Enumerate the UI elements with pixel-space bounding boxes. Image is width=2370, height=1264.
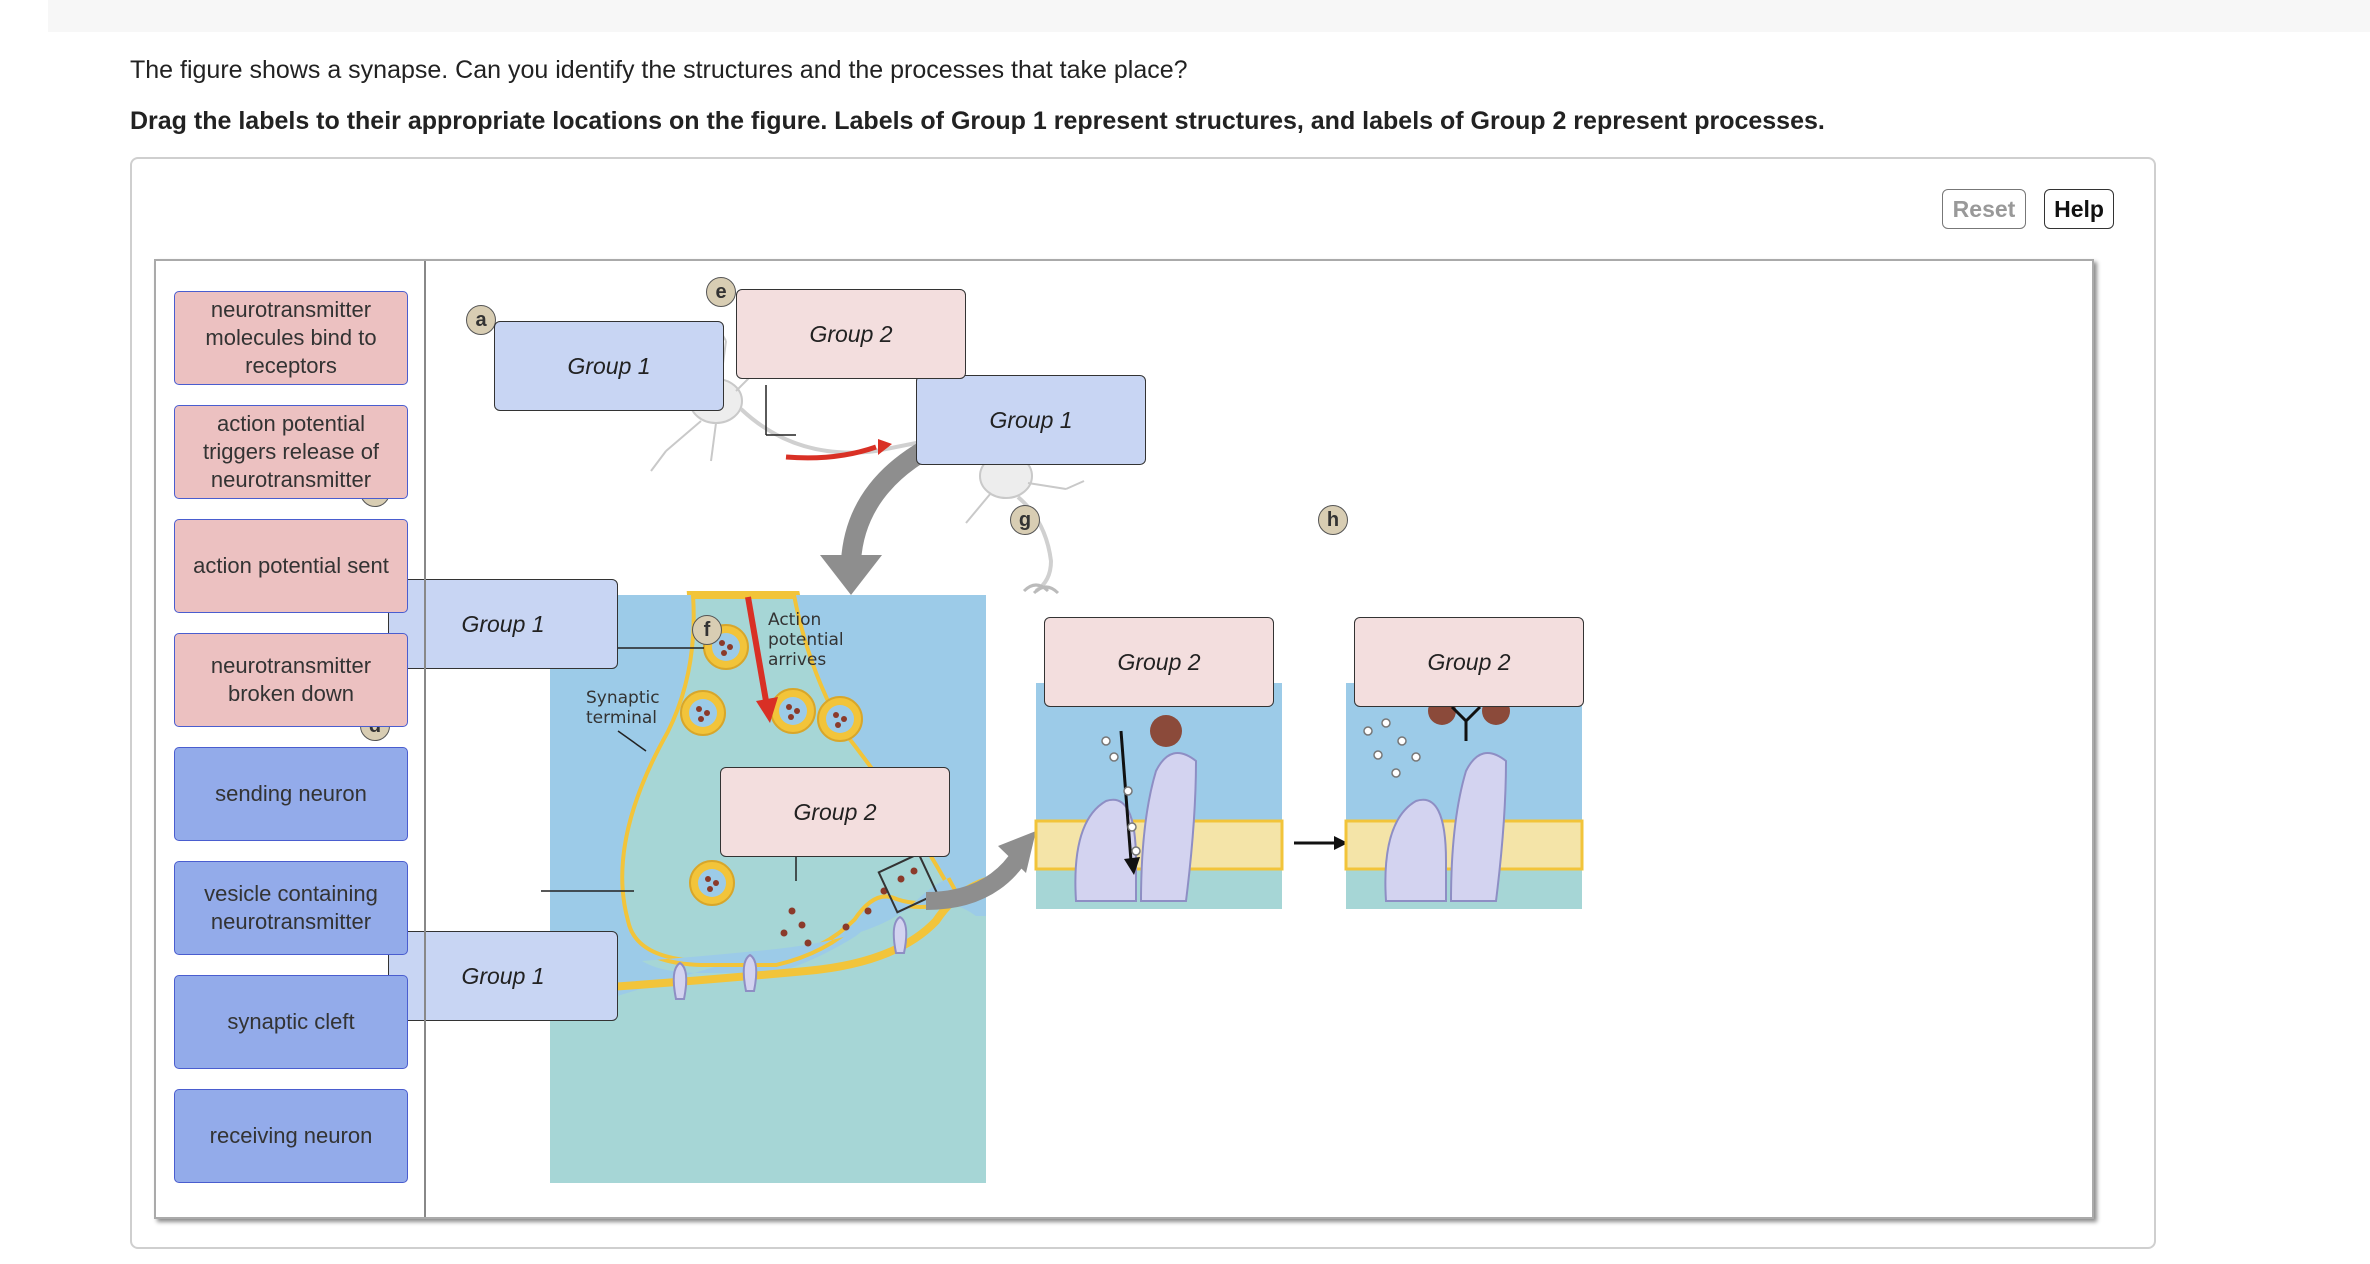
drop-target-f[interactable]: Group 2 xyxy=(720,767,950,857)
action-potential-caption-1: Action xyxy=(768,610,821,630)
marker-g: g xyxy=(1010,505,1040,535)
synapse-figure: Action potential arrives Synaptic termin… xyxy=(156,261,2092,1217)
labeling-board: Action potential arrives Synaptic termin… xyxy=(154,259,2094,1219)
drag-label-neurotransmitter-broken-down[interactable]: neurotransmitter broken down xyxy=(174,633,408,727)
marker-a: a xyxy=(466,305,496,335)
drag-label-synaptic-cleft[interactable]: synaptic cleft xyxy=(174,975,408,1069)
instructions-text: Drag the labels to their appropriate loc… xyxy=(130,107,1825,135)
marker-h: h xyxy=(1318,505,1348,535)
drop-target-b[interactable]: Group 1 xyxy=(916,375,1146,465)
neurotransmitter-breakdown-detail-icon xyxy=(1344,683,1584,909)
drop-target-h[interactable]: Group 2 xyxy=(1354,617,1584,707)
action-potential-arrow-icon xyxy=(785,444,877,461)
drag-label-action-potential-sent[interactable]: action potential sent xyxy=(174,519,408,613)
synapse-illustration: Action potential arrives Synaptic termin… xyxy=(541,322,1584,1183)
action-potential-caption-3: arrives xyxy=(768,650,826,670)
receptor-binding-detail-icon xyxy=(1034,683,1284,909)
drop-target-c[interactable]: Group 1 xyxy=(388,579,618,669)
drop-target-g[interactable]: Group 2 xyxy=(1044,617,1274,707)
drop-target-e[interactable]: Group 2 xyxy=(736,289,966,379)
drag-label-receiving-neuron[interactable]: receiving neuron xyxy=(174,1089,408,1183)
synaptic-terminal-caption-1: Synaptic xyxy=(586,688,660,708)
label-bank: neurotransmitter molecules bind to recep… xyxy=(156,261,426,1217)
drag-label-sending-neuron[interactable]: sending neuron xyxy=(174,747,408,841)
question-text: The figure shows a synapse. Can you iden… xyxy=(130,56,1188,84)
drop-target-a[interactable]: Group 1 xyxy=(494,321,724,411)
top-bar xyxy=(48,0,2370,32)
drag-label-action-potential-triggers-release[interactable]: action potential triggers release of neu… xyxy=(174,405,408,499)
drag-label-vesicle-containing-neurotransmitter[interactable]: vesicle containing neurotransmitter xyxy=(174,861,408,955)
reset-button[interactable]: Reset xyxy=(1942,189,2026,229)
synapse-panel-icon xyxy=(549,591,988,1183)
help-button[interactable]: Help xyxy=(2044,189,2114,229)
action-potential-caption-2: potential xyxy=(768,630,844,650)
marker-f: f xyxy=(692,615,722,645)
synaptic-terminal-caption-2: terminal xyxy=(586,708,657,728)
drag-drop-workspace: Reset Help xyxy=(130,157,2156,1249)
marker-e: e xyxy=(706,277,736,307)
drag-label-neurotransmitter-molecules-bind[interactable]: neurotransmitter molecules bind to recep… xyxy=(174,291,408,385)
drop-target-d[interactable]: Group 1 xyxy=(388,931,618,1021)
